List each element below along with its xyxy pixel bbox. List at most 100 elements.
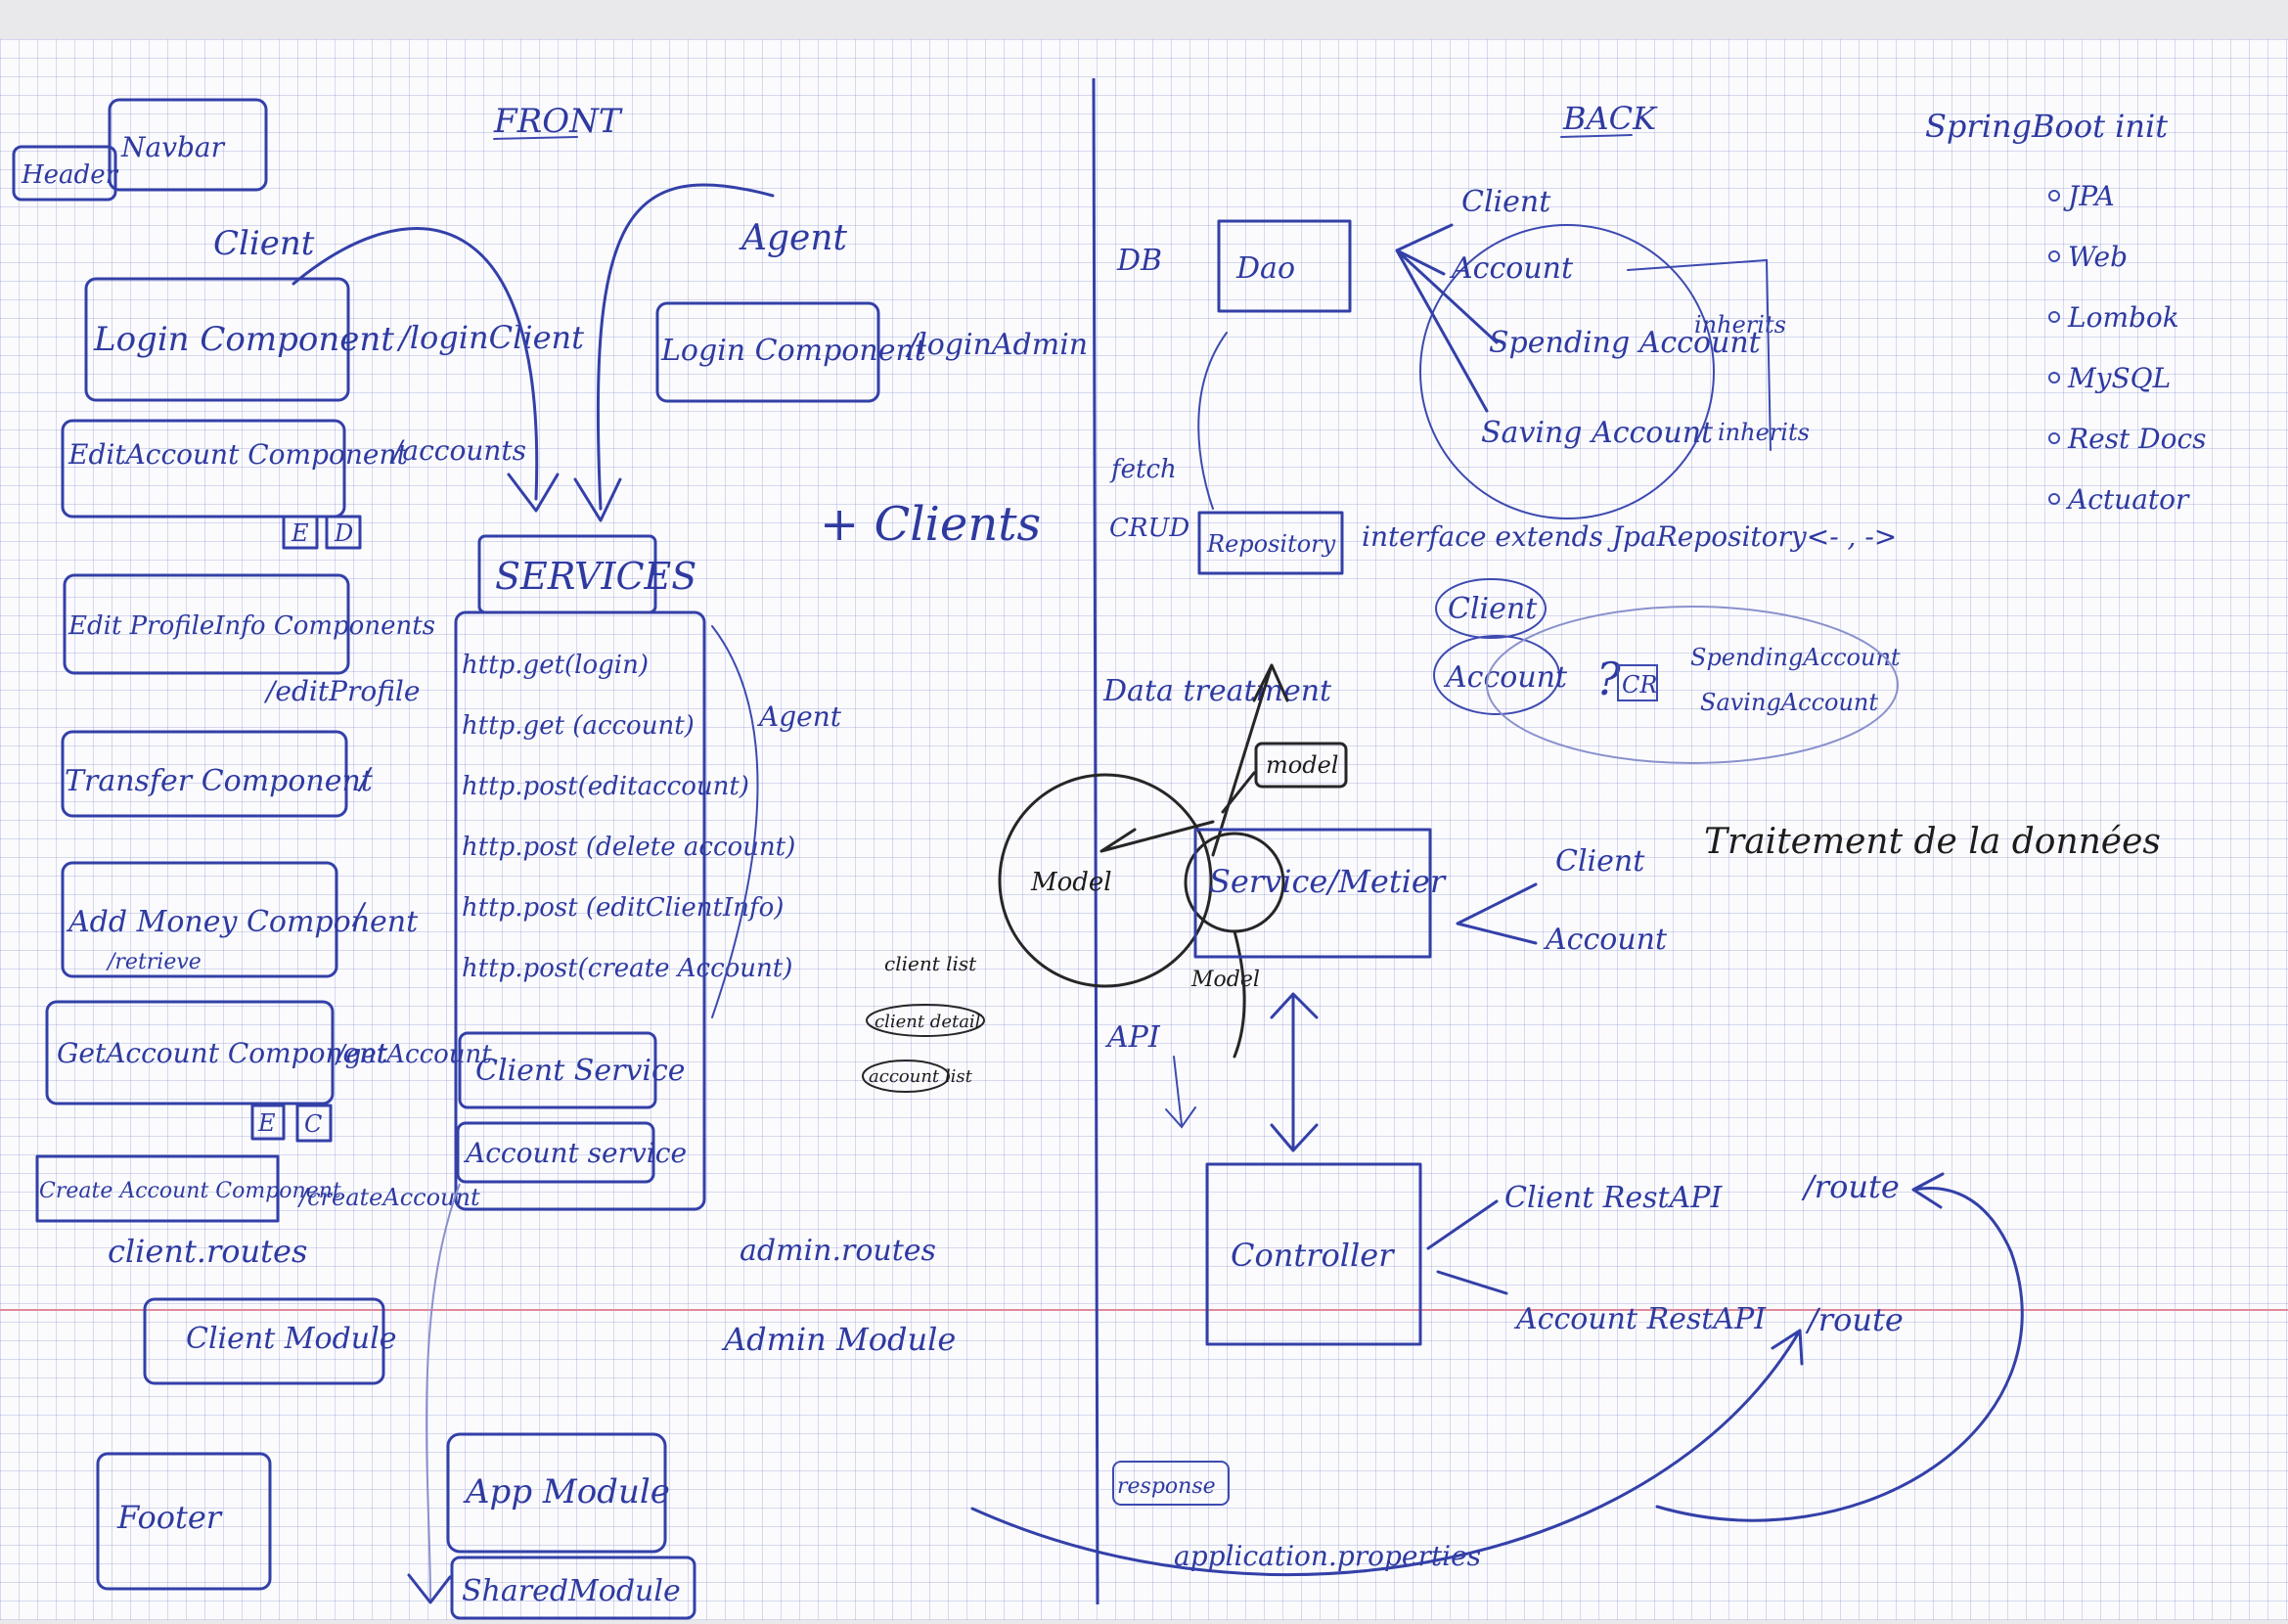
repo-account-label: Account (1443, 660, 1568, 695)
login-client-route: /loginClient (396, 319, 584, 356)
notebook-sheet: FRONT Header Navbar Client Agent Login C… (0, 39, 2288, 1620)
agent-side-bracket (711, 625, 759, 1018)
client-module-label: Client Module (186, 1322, 396, 1356)
repository-box (1197, 511, 1344, 575)
service-call: http.get (account) (462, 711, 695, 741)
header-label: Header (21, 160, 119, 190)
back-title: BACK (1562, 100, 1658, 137)
login-admin-route: /loginAdmin (905, 328, 1088, 362)
create-account-component-box (35, 1154, 280, 1223)
login-component-box (84, 277, 350, 402)
fetch-label: fetch (1109, 455, 1177, 484)
repo-saving: SavingAccount (1700, 689, 1878, 716)
dao-box (1217, 219, 1352, 313)
model-top-box (1254, 742, 1348, 789)
agent-heading: Agent (739, 218, 848, 258)
e-badge-box-2 (250, 1104, 286, 1141)
shared-module-box (450, 1556, 696, 1620)
question-mark: ? (1596, 653, 1621, 705)
edit-account-component-label: EditAccount Component (67, 438, 408, 471)
client-module-box (143, 1297, 385, 1385)
service-client-label: Client (1555, 844, 1645, 879)
app-module-box (446, 1432, 667, 1554)
model-top-label: model (1266, 751, 1338, 779)
dependency-item: MySQL (2067, 362, 2171, 394)
service-arrows (1456, 882, 1538, 945)
login-component-label: Login Component (93, 320, 394, 359)
route-2: /route (1805, 1301, 1904, 1338)
client-detail-label: client detail (875, 1012, 981, 1032)
dependency-bullet (2048, 311, 2060, 323)
agent-login-component-label: Login Component (660, 334, 927, 368)
admin-module-label: Admin Module (721, 1321, 956, 1358)
service-call: http.post(editaccount) (462, 772, 749, 801)
footer-label: Footer (116, 1499, 223, 1536)
get-account-component-box (45, 1000, 335, 1105)
controller-label: Controller (1231, 1237, 1395, 1274)
inherits-2: inherits (1718, 419, 1810, 446)
admin-routes: admin.routes (740, 1234, 936, 1268)
dependency-bullet (2048, 190, 2060, 202)
service-metier-label: Service/Metier (1209, 863, 1447, 900)
cr-label: CR (1622, 671, 1657, 699)
e-badge-1: E (291, 519, 309, 547)
api-arrow (1165, 1056, 1196, 1129)
agent-login-component-box (655, 301, 880, 403)
cr-box (1617, 664, 1658, 701)
edit-account-component-box (61, 419, 346, 519)
service-calls-list: http.get(login)http.get (account)http.po… (462, 651, 795, 983)
entity-item: Client (1461, 185, 1551, 219)
model-bottom-label: Model (1190, 968, 1260, 992)
account-list-ellipse (862, 1060, 950, 1093)
d-badge-box (325, 515, 362, 550)
service-call: http.post (editClientInfo) (462, 893, 784, 923)
back-title-underline (1560, 134, 1633, 138)
arrow-head-2 (573, 477, 622, 522)
get-account-component-label: GetAccount Component (57, 1037, 388, 1069)
dependency-item: Lombok (2067, 301, 2179, 334)
dao-to-repository-arrow (1197, 332, 1228, 510)
entity-item: Saving Account (1481, 416, 1714, 450)
footer-box (96, 1452, 272, 1591)
agent-side-note: Agent (756, 700, 842, 733)
dependency-item: Web (2068, 241, 2128, 273)
badge-c: C (304, 1110, 322, 1138)
entity-arrows (1395, 223, 1499, 413)
edit-profile-component-box (63, 573, 350, 675)
dependency-bullet (2048, 250, 2060, 262)
account-service-label: Account service (463, 1137, 687, 1169)
arrow-head-1 (507, 473, 560, 513)
navbar-box (108, 98, 268, 192)
badge-e: E (257, 1109, 276, 1137)
create-account-component-label: Create Account Component (39, 1179, 341, 1203)
model-arrows (1099, 663, 1289, 1059)
arrow-client-login-to-services (292, 227, 539, 501)
data-treatment: Data treatment (1102, 674, 1332, 708)
header-box (12, 145, 117, 202)
repo-group-ellipse (1486, 606, 1899, 764)
account-service-box (456, 1121, 655, 1184)
client-service-label: Client Service (475, 1054, 686, 1088)
arrow-agent-login-to-services (596, 183, 775, 511)
center-divider (1092, 77, 1099, 1605)
add-money-extra: /retrieve (106, 950, 202, 974)
e-badge-box-1 (282, 515, 319, 550)
create-account-route: /createAccount (297, 1184, 480, 1211)
front-title-underline (493, 136, 578, 140)
service-controller-arrow (1270, 992, 1319, 1152)
services-to-shared-line (426, 1183, 461, 1601)
client-routes: client.routes (108, 1233, 307, 1270)
client-rest-api: Client RestAPI (1504, 1181, 1723, 1215)
repo-client-ellipse (1435, 578, 1547, 639)
edit-profile-route: /editProfile (263, 675, 420, 707)
plus-clients: + Clients (820, 497, 1041, 552)
transfer-component-box (61, 730, 348, 818)
entities-ellipse (1419, 224, 1715, 519)
api-label: API (1104, 1020, 1161, 1055)
client-heading: Client (213, 224, 315, 263)
add-money-component-label: Add Money Component (66, 905, 419, 939)
entity-item: Spending Account (1489, 326, 1762, 360)
services-box (454, 610, 706, 1211)
